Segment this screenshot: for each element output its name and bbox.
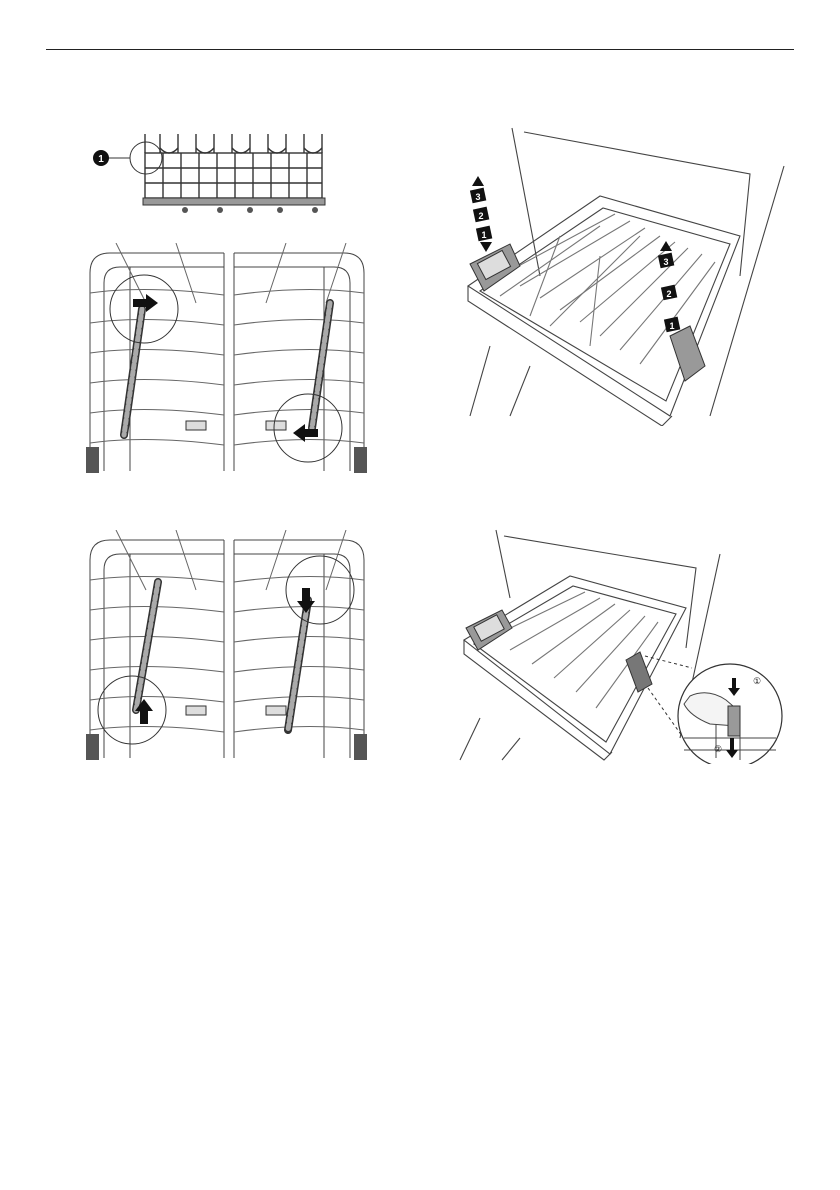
step-label: 1 (481, 230, 486, 240)
header-rule (46, 49, 794, 50)
step-label: 1 (669, 321, 674, 331)
step-badges-right: 3 2 1 (658, 241, 680, 332)
step-label: 2 (666, 289, 671, 299)
step-label: 3 (475, 192, 480, 202)
step-label: 3 (663, 257, 668, 267)
step-label: ② (714, 744, 722, 754)
rack-top-remove-figure (86, 243, 368, 475)
callout-number: 1 (98, 154, 104, 165)
arrow-down-icon (297, 588, 315, 613)
rack-height-adjust-figure: 3 2 1 3 2 1 (440, 126, 800, 426)
step-label: ① (753, 676, 761, 686)
rack-lever-release-figure: ① ② (440, 528, 800, 764)
step-label: 2 (478, 211, 483, 221)
step-badges-left: 3 2 1 (470, 176, 492, 252)
rack-top-insert-figure (86, 530, 368, 762)
rack-side-figure: 1 (90, 128, 340, 218)
